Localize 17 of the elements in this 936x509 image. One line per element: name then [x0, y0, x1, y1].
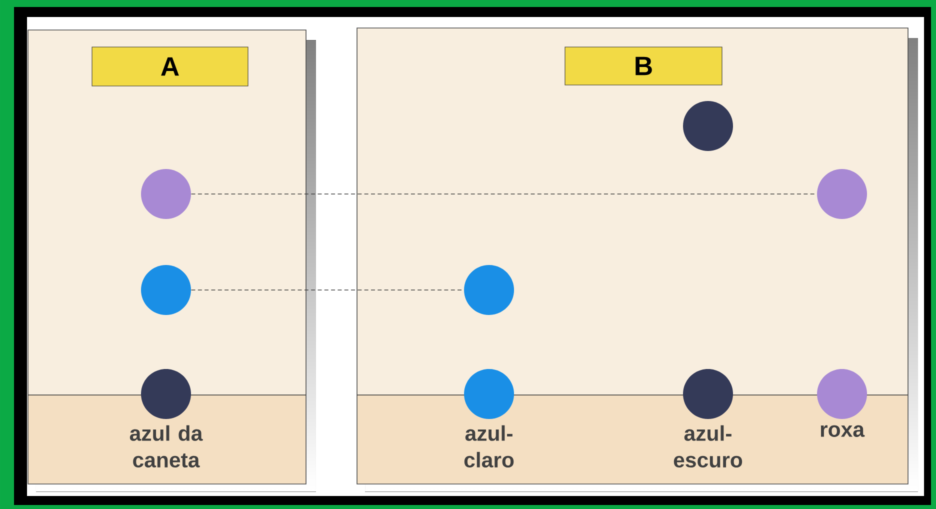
ink-spot	[141, 369, 191, 420]
ink-spot	[464, 265, 514, 315]
ink-label: azul da caneta	[130, 425, 203, 468]
ink-spot	[464, 369, 514, 420]
label-box: B	[564, 46, 722, 86]
ink-spot	[683, 101, 733, 151]
ink-spot	[141, 265, 191, 315]
paper-strip	[356, 28, 918, 492]
ink-spot	[817, 169, 868, 220]
ink-label: roxa	[820, 425, 865, 437]
ink-label: azul-claro	[464, 425, 514, 468]
ink-label: azul-escuro	[674, 425, 742, 468]
ink-spot	[817, 369, 868, 420]
label-box: A	[92, 46, 248, 86]
ink-spot	[683, 369, 733, 420]
paper-strip	[28, 30, 316, 492]
ink-spot	[141, 169, 191, 220]
